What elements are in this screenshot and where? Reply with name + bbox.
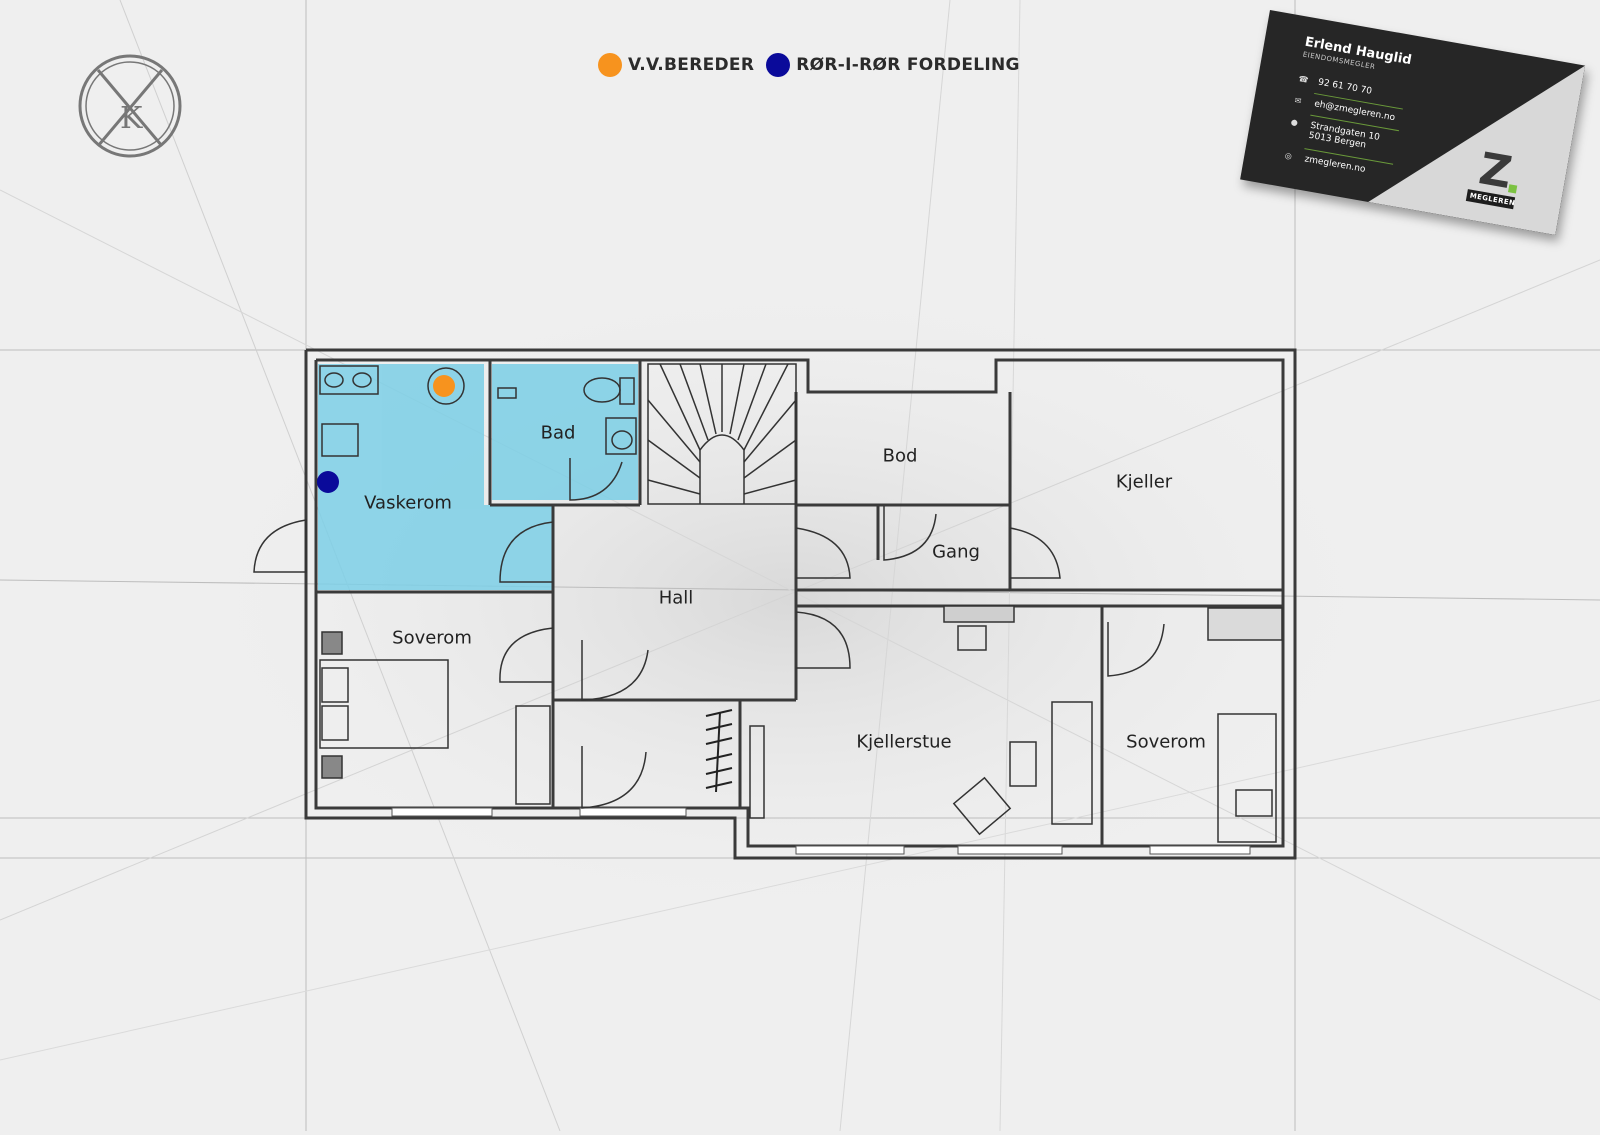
room-label-hall: Hall: [658, 587, 694, 609]
room-label-kjellerstue: Kjellerstue: [856, 731, 952, 753]
wardrobe-hangers: [705, 709, 733, 793]
legend-label-pipe-distribution: RØR-I-RØR FORDELING: [796, 55, 1020, 75]
card-web-row: ◎ zmegleren.no: [1284, 151, 1366, 175]
legend-item-pipe-distribution: RØR-I-RØR FORDELING: [766, 53, 1020, 77]
mail-icon: ✉: [1293, 95, 1303, 106]
fixtures: [319, 365, 1283, 843]
windows: [391, 807, 1251, 855]
staircase: [647, 363, 797, 505]
doors: [253, 458, 1165, 809]
zmegleren-logo: Z MEGLEREN: [1465, 143, 1523, 210]
wet-room-fill: [318, 364, 638, 590]
legend-item-water-heater: V.V.BEREDER: [598, 53, 754, 77]
card-email: eh@zmegleren.no: [1313, 99, 1396, 124]
blue-dot-icon: [766, 53, 791, 77]
location-pin-icon: ●: [1290, 117, 1299, 128]
card-phone-row: ☎ 92 61 70 70: [1298, 74, 1373, 97]
card-phone: 92 61 70 70: [1317, 77, 1373, 97]
room-label-vaskerom: Vaskerom: [364, 492, 452, 514]
room-label-gang: Gang: [932, 541, 980, 563]
orange-dot-icon: [598, 53, 622, 77]
logo-seal-icon: K: [78, 54, 182, 158]
phone-icon: ☎: [1297, 74, 1310, 85]
water-heater-marker: [433, 375, 455, 397]
room-label-kjeller: Kjeller: [1115, 471, 1173, 493]
card-address-row: ● Strandgaten 10 5013 Bergen: [1288, 117, 1380, 152]
pipe-distribution-marker: [317, 471, 339, 493]
legend: V.V.BEREDER RØR-I-RØR FORDELING: [598, 52, 1024, 78]
card-email-row: ✉ eh@zmegleren.no: [1294, 96, 1396, 124]
legend-label-water-heater: V.V.BEREDER: [628, 55, 755, 75]
globe-icon: ◎: [1284, 150, 1293, 161]
room-label-soverom-right: Soverom: [1126, 731, 1206, 753]
room-label-soverom-left: Soverom: [392, 627, 472, 649]
room-label-bad: Bad: [540, 422, 576, 444]
room-label-bod: Bod: [882, 445, 918, 467]
logo-letter: Z: [1475, 143, 1518, 199]
svg-text:K: K: [120, 101, 143, 136]
walls: [304, 348, 1297, 860]
